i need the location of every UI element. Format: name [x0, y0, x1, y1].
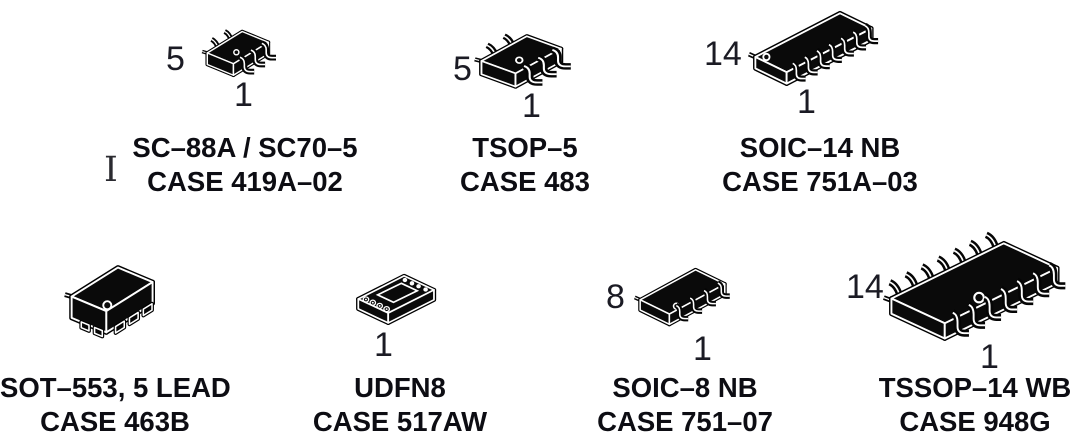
- package-name-label: TSSOP–14 WB: [878, 372, 1072, 403]
- soic-14-package-drawing: [748, 10, 879, 86]
- package-figure-udfn8: 1 UDFN8 CASE 517AW: [285, 230, 515, 436]
- package-figure-tsop-5: 5 1 TSOP–5 CASE 483: [375, 0, 675, 215]
- sot-553-package-drawing: [64, 265, 155, 339]
- package-figure-sc70-5: 5 1 SC–88A / SC70–5 CASE 419A–02: [90, 0, 400, 215]
- pin-number-bottom-label: 1: [693, 330, 712, 368]
- package-name-label: SOIC–8 NB: [612, 372, 758, 403]
- package-figure-tssop-14: 14 1 TSSOP–14 WB CASE 948G: [846, 228, 1080, 436]
- pin-number-top-label: 5: [166, 40, 185, 78]
- package-case-label: CASE 483: [460, 166, 590, 197]
- pin-number-top-label: 14: [704, 35, 742, 73]
- package-case-label: CASE 751A–03: [722, 166, 918, 197]
- package-case-label: CASE 517AW: [312, 406, 488, 436]
- package-case-label: CASE 948G: [899, 406, 1051, 436]
- pin-number-top-label: 8: [606, 278, 625, 316]
- tsop-5-package-drawing: [474, 33, 571, 89]
- pin-number-top-label: 5: [453, 50, 472, 88]
- package-name-label: SOIC–14 NB: [739, 132, 901, 163]
- package-case-label: CASE 463B: [40, 406, 190, 436]
- package-name-label: SC–88A / SC70–5: [132, 132, 358, 163]
- pin-number-bottom-label: 1: [374, 326, 393, 364]
- package-figure-soic-14: 14 1 SOIC–14 NB CASE 751A–03: [670, 0, 970, 215]
- package-figure-soic-8: 8 1 SOIC–8 NB CASE 751–07: [570, 230, 800, 436]
- stray-serif-glyph: I: [104, 150, 118, 190]
- pin-number-bottom-label: 1: [797, 83, 816, 121]
- package-name-label: UDFN8: [354, 372, 446, 403]
- package-case-label: CASE 419A–02: [147, 166, 343, 197]
- tssop-14-package-drawing: [882, 231, 1066, 341]
- pin-number-bottom-label: 1: [522, 87, 541, 125]
- package-name-label: SOT–553, 5 LEAD: [0, 372, 231, 403]
- pin-number-bottom-label: 1: [980, 338, 999, 376]
- pin-number-bottom-label: 1: [234, 76, 253, 114]
- package-case-label: CASE 751–07: [597, 406, 773, 436]
- udfn8-package-drawing: [356, 273, 437, 325]
- soic-8-package-drawing: [634, 267, 730, 327]
- pin-number-top-label: 14: [846, 268, 884, 306]
- package-name-label: TSOP–5: [472, 132, 578, 163]
- package-figure-sot-553: SOT–553, 5 LEAD CASE 463B: [0, 230, 231, 436]
- sc70-5-package-drawing: [201, 29, 276, 78]
